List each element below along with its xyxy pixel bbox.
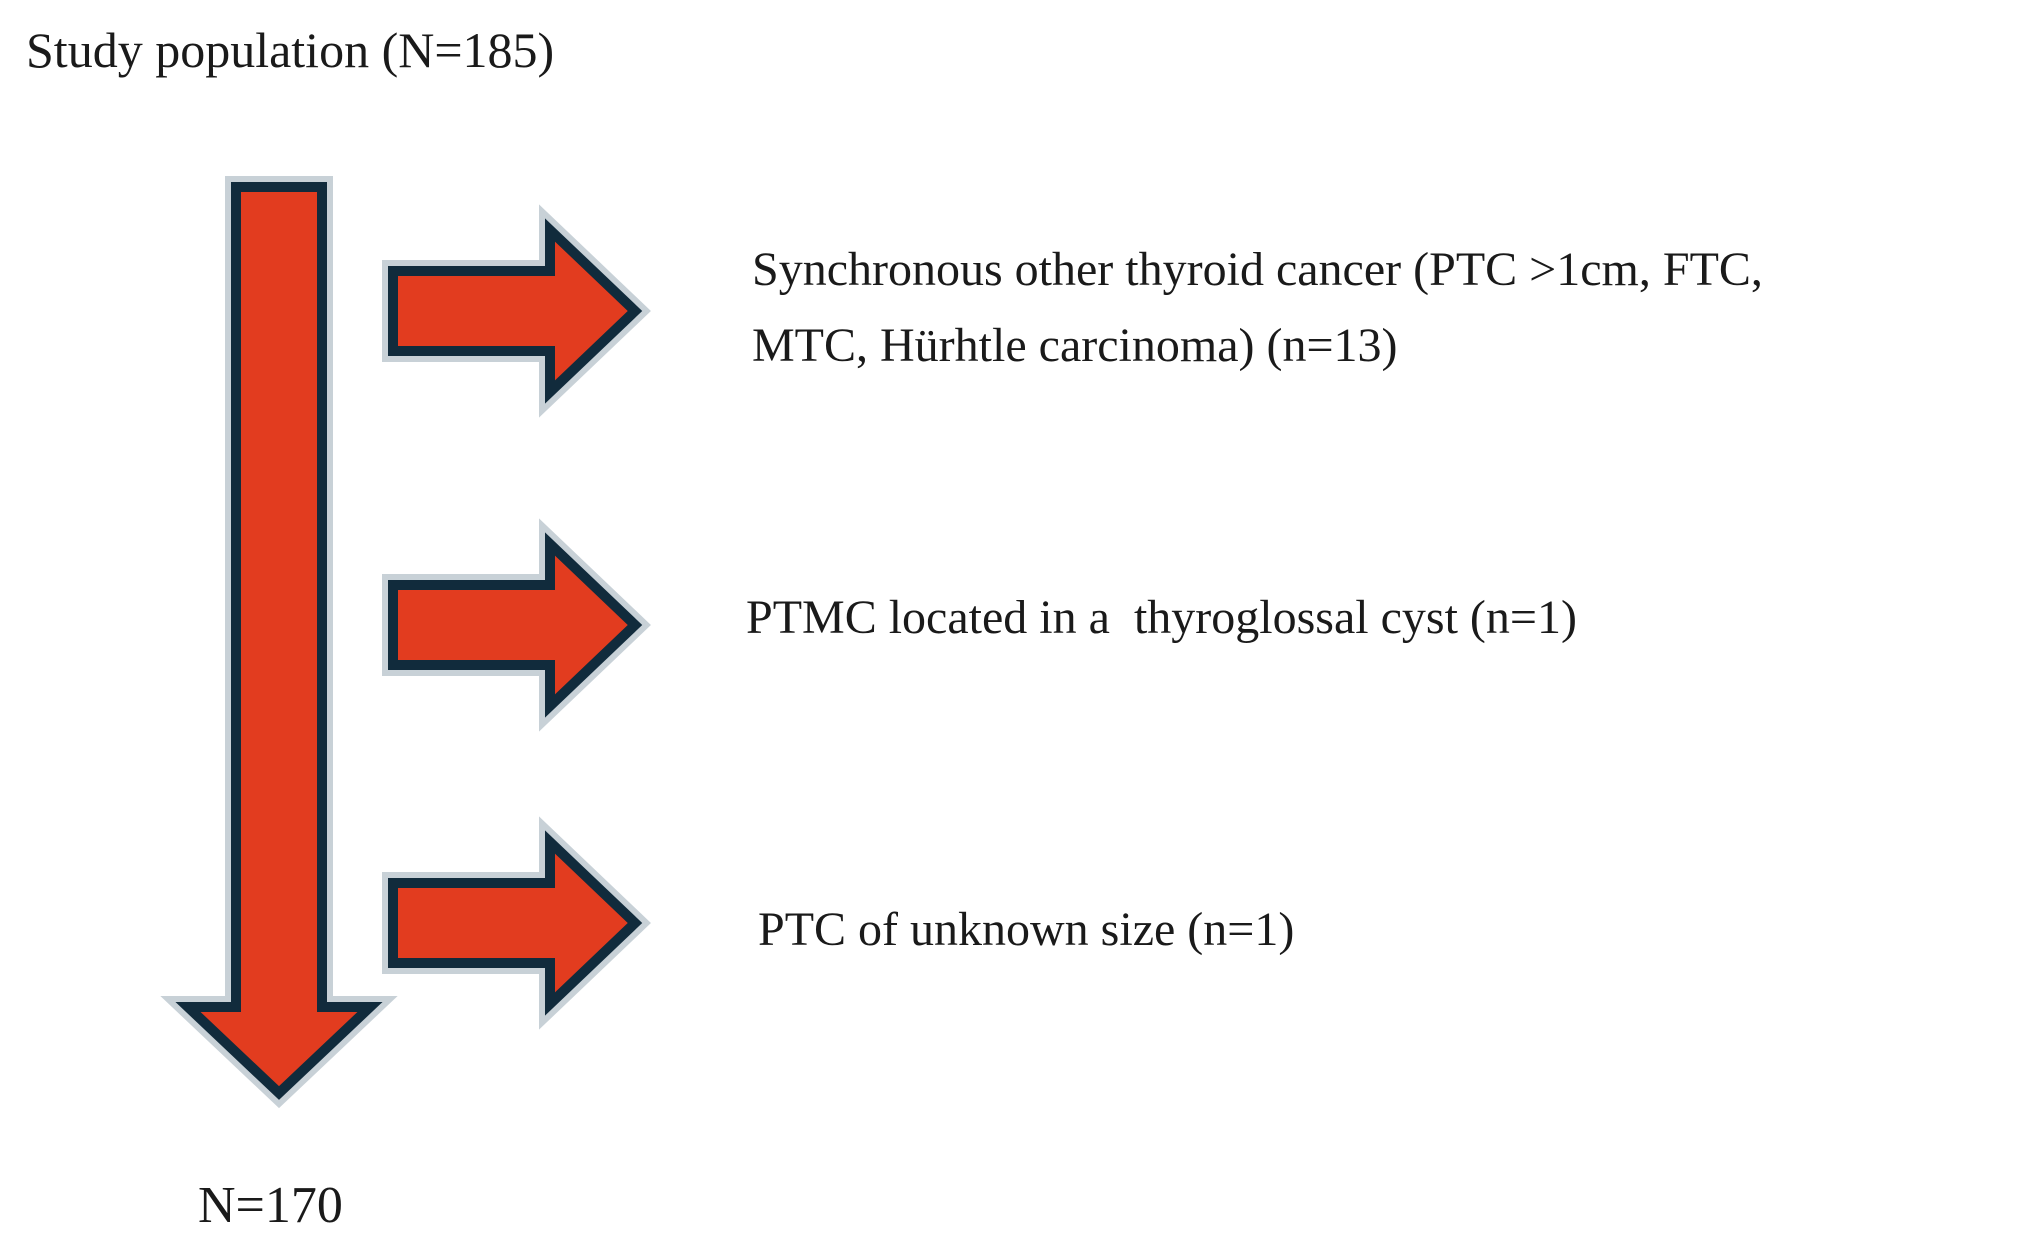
branch-label-unknown-size: PTC of unknown size (n=1) xyxy=(758,903,1295,956)
branch-label-thyroglossal-cyst: PTMC located in a thyroglossal cyst (n=1… xyxy=(746,591,1577,644)
branch-label-synchronous-cancer: Synchronous other thyroid cancer (PTC >1… xyxy=(752,243,1763,372)
study-population-title: Study population (N=185) xyxy=(26,22,555,78)
branch-arrow-1-icon xyxy=(382,204,651,418)
branch-arrow-3-icon xyxy=(382,816,651,1030)
branch-arrow-2-icon xyxy=(382,518,651,732)
final-population-label: N=170 xyxy=(198,1177,343,1234)
down-arrow-icon xyxy=(160,176,398,1109)
